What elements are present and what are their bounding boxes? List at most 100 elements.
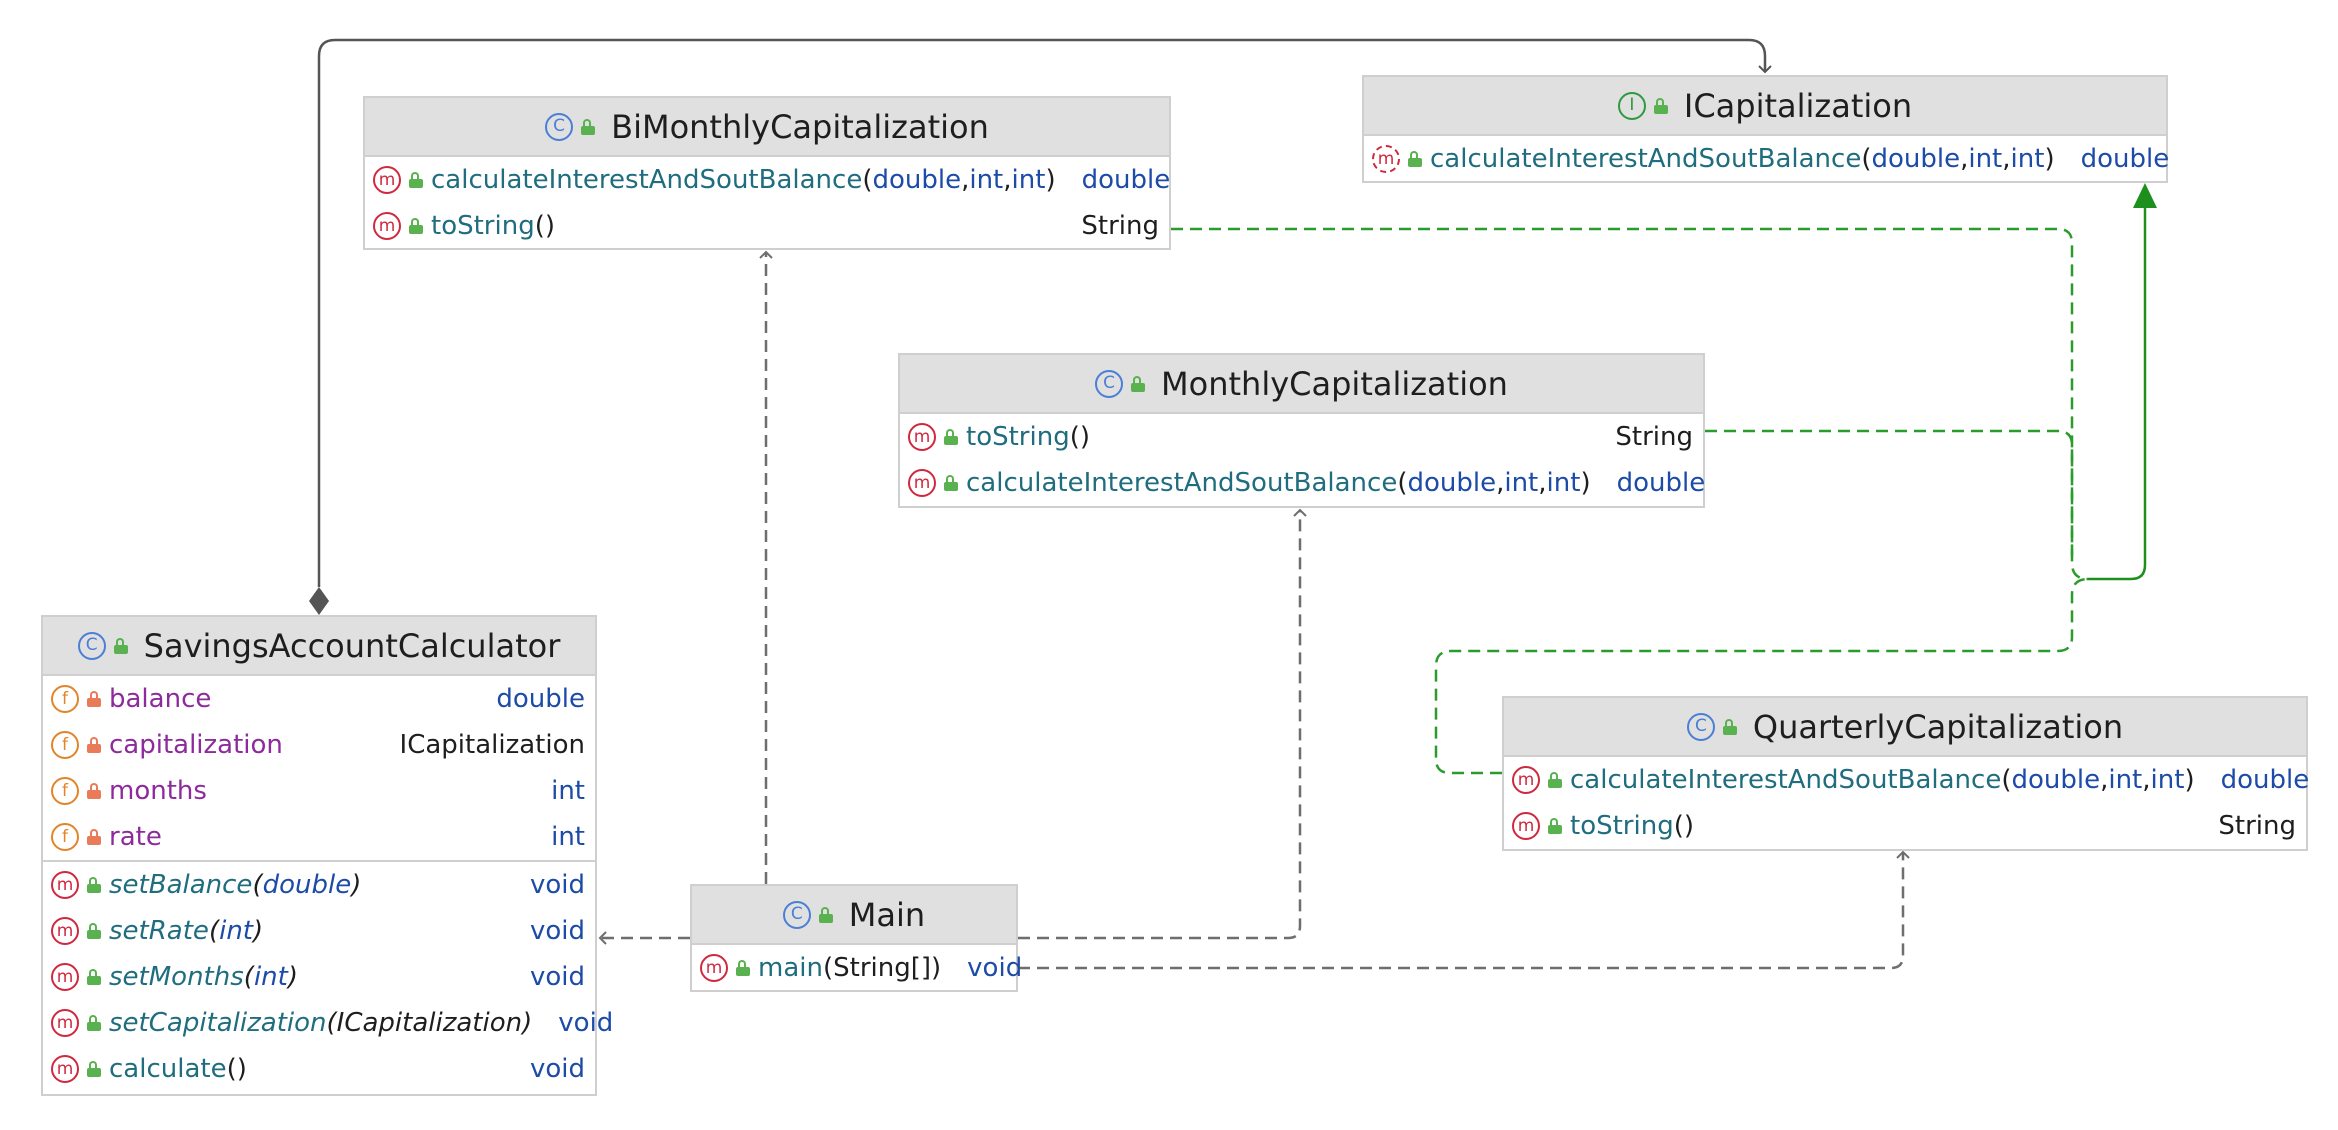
field-icon: f: [51, 685, 79, 713]
param-type: ICapitalization: [336, 1008, 523, 1038]
punctuation: (: [822, 953, 834, 983]
method-icon: m: [51, 1009, 79, 1037]
implementation-edge-quarterly: [1434, 577, 2089, 775]
method-signature: toString(): [431, 211, 555, 241]
punctuation: (: [862, 165, 873, 195]
field-type: ICapitalization: [399, 730, 585, 760]
param-type: double: [1407, 468, 1497, 498]
param-type: int: [1011, 165, 1046, 195]
method-icon: m: [51, 1055, 79, 1083]
punctuation: ,: [2100, 765, 2109, 795]
class-header[interactable]: C SavingsAccountCalculator: [43, 617, 595, 676]
method-row[interactable]: m setRate(int) void: [43, 908, 595, 954]
method-signature: setCapitalization(ICapitalization): [109, 1008, 532, 1038]
method-row[interactable]: m setCapitalization(ICapitalization) void: [43, 1000, 613, 1046]
class-box-savings-account-calculator[interactable]: C SavingsAccountCalculator f balance doubl…: [41, 615, 613, 1096]
return-type: double: [2220, 765, 2310, 795]
field-icon: f: [51, 731, 79, 759]
param-type: int: [1504, 468, 1539, 498]
field-name: balance: [109, 684, 212, 714]
param-type: int: [219, 916, 253, 946]
method-name: calculateInterestAndSoutBalance: [1570, 765, 2002, 795]
punctuation: ): [931, 953, 942, 983]
method-signature: setRate(int): [109, 916, 263, 946]
public-visibility-icon: [87, 923, 101, 939]
class-icon: C: [545, 112, 574, 141]
public-visibility-icon: [87, 877, 101, 893]
class-name: SavingsAccountCalculator: [143, 626, 561, 665]
method-signature: calculateInterestAndSoutBalance(double, …: [1430, 144, 2055, 174]
method-signature: setMonths (int): [109, 962, 298, 992]
return-type: void: [558, 1008, 614, 1038]
public-visibility-icon: [944, 429, 958, 445]
method-icon: m: [51, 917, 79, 945]
class-header[interactable]: C Main: [692, 886, 1016, 945]
punctuation: (: [1673, 811, 1684, 841]
method-icon: m: [51, 871, 79, 899]
private-visibility-icon: [87, 829, 101, 845]
punctuation: ): [2184, 765, 2195, 795]
public-visibility-icon: [1653, 97, 1668, 114]
param-type: double: [262, 870, 352, 900]
composition-edge-savings-to-icapitalization: [317, 38, 1772, 587]
method-signature: main(String[]): [758, 953, 941, 983]
public-visibility-icon: [409, 172, 423, 188]
method-name: toString: [1570, 811, 1674, 841]
public-visibility-icon: [944, 475, 958, 491]
method-name: setRate: [109, 916, 209, 946]
private-visibility-icon: [87, 783, 101, 799]
field-label: months: [109, 776, 207, 806]
punctuation: ): [522, 1008, 533, 1038]
public-visibility-icon: [1548, 818, 1562, 834]
return-type: void: [529, 1054, 585, 1084]
punctuation: ): [236, 1054, 247, 1084]
field-label: capitalization: [109, 730, 283, 760]
method-name: toString: [431, 211, 535, 241]
field-label: rate: [109, 822, 162, 852]
punctuation: (: [1861, 144, 1872, 174]
return-type: double: [2080, 144, 2170, 174]
field-row[interactable]: f capitalization ICapitalization: [43, 722, 595, 768]
public-visibility-icon: [1408, 151, 1422, 167]
method-signature: calculateInterestAndSoutBalance(double, …: [431, 165, 1056, 195]
class-header[interactable]: C MonthlyCapitalization: [900, 355, 1703, 414]
class-icon: C: [1095, 369, 1124, 398]
punctuation: (: [243, 962, 254, 992]
punctuation: (: [252, 870, 263, 900]
public-visibility-icon: [87, 969, 101, 985]
class-header[interactable]: C BiMonthlyCapitalization: [365, 98, 1169, 157]
class-header[interactable]: C QuarterlyCapitalization: [1504, 698, 2306, 757]
dependency-edge-main-to-monthly: [1018, 508, 1307, 940]
method-name: calculateInterestAndSoutBalance: [431, 165, 863, 195]
punctuation: ): [1580, 468, 1591, 498]
method-icon: m: [908, 469, 936, 497]
method-name: calculateInterestAndSoutBalance: [1430, 144, 1862, 174]
public-visibility-icon: [87, 1015, 101, 1031]
method-name: setMonths: [109, 962, 244, 992]
class-icon: C: [77, 631, 106, 660]
interface-header[interactable]: I ICapitalization: [1364, 77, 2166, 136]
method-icon: m: [908, 423, 936, 451]
punctuation: ): [544, 211, 556, 241]
return-type: void: [529, 916, 585, 946]
param-type: int: [1546, 468, 1581, 498]
